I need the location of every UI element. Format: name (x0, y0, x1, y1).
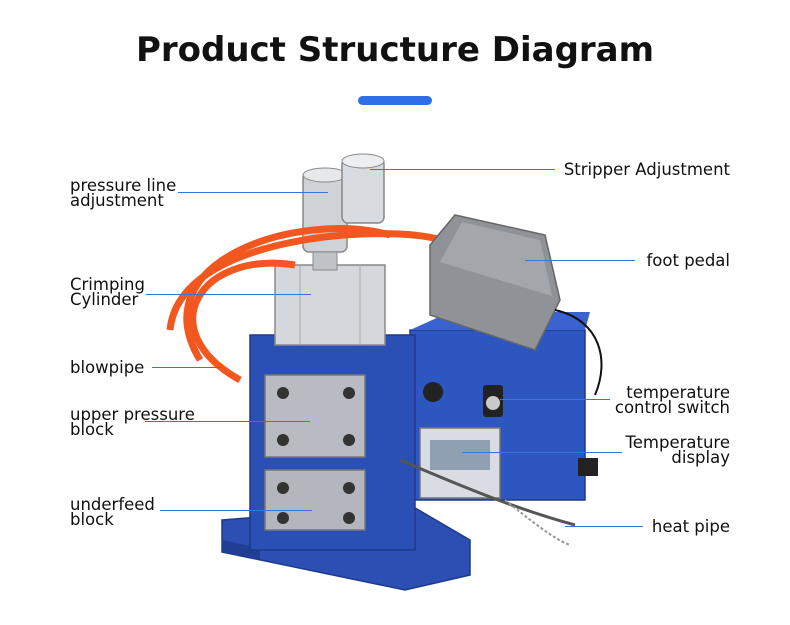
label-underfeed-block: underfeed block (70, 495, 155, 529)
label-line: blowpipe (70, 358, 145, 377)
label-pressure-line-adjustment: pressure line adjustment (70, 176, 177, 210)
leader-line (178, 192, 328, 193)
label-temperature-control-switch: temperature control switch (614, 383, 730, 417)
label-blowpipe: blowpipe (70, 358, 145, 377)
leader-line (370, 169, 555, 170)
leader-line (500, 399, 610, 400)
leader-line (146, 294, 311, 295)
label-line: block (70, 420, 114, 439)
orange-hose (189, 259, 296, 384)
label-foot-pedal: foot pedal (646, 251, 730, 270)
leader-line (160, 510, 312, 511)
leader-line (525, 260, 635, 261)
fuse-holder (423, 382, 443, 402)
label-line: pressure line (70, 176, 177, 195)
title-underline-bar (358, 96, 432, 105)
label-crimping-cylinder: Crimping Cylinder (70, 275, 145, 309)
label-line: Stripper Adjustment (563, 160, 730, 179)
crimping-cylinder-shape (274, 264, 386, 346)
label-line: Crimping (70, 275, 145, 294)
base-foot (222, 540, 260, 560)
label-line: upper pressure (70, 405, 195, 424)
page-title: Product Structure Diagram (135, 30, 655, 70)
label-stripper-adjustment: Stripper Adjustment (563, 160, 730, 179)
label-line: block (70, 510, 114, 529)
label-line: temperature (626, 383, 730, 402)
leader-line (145, 421, 310, 422)
leader-line (565, 526, 643, 527)
label-line: adjustment (70, 191, 164, 210)
label-heat-pipe: heat pipe (651, 517, 730, 536)
label-line: control switch (614, 398, 730, 417)
label-line: Cylinder (70, 290, 139, 309)
label-upper-pressure-block: upper pressure block (70, 405, 195, 439)
label-line: heat pipe (651, 517, 730, 536)
heat-pipe-wire (399, 458, 576, 527)
label-temperature-display: Temperature display (625, 433, 730, 467)
power-plug (578, 458, 598, 476)
leader-line (152, 367, 222, 368)
leader-line (462, 452, 622, 453)
label-line: Temperature (625, 433, 730, 452)
label-line: display (671, 448, 730, 467)
label-line: underfeed (70, 495, 155, 514)
foot-pedal-shape (429, 214, 561, 351)
label-line: foot pedal (646, 251, 730, 270)
